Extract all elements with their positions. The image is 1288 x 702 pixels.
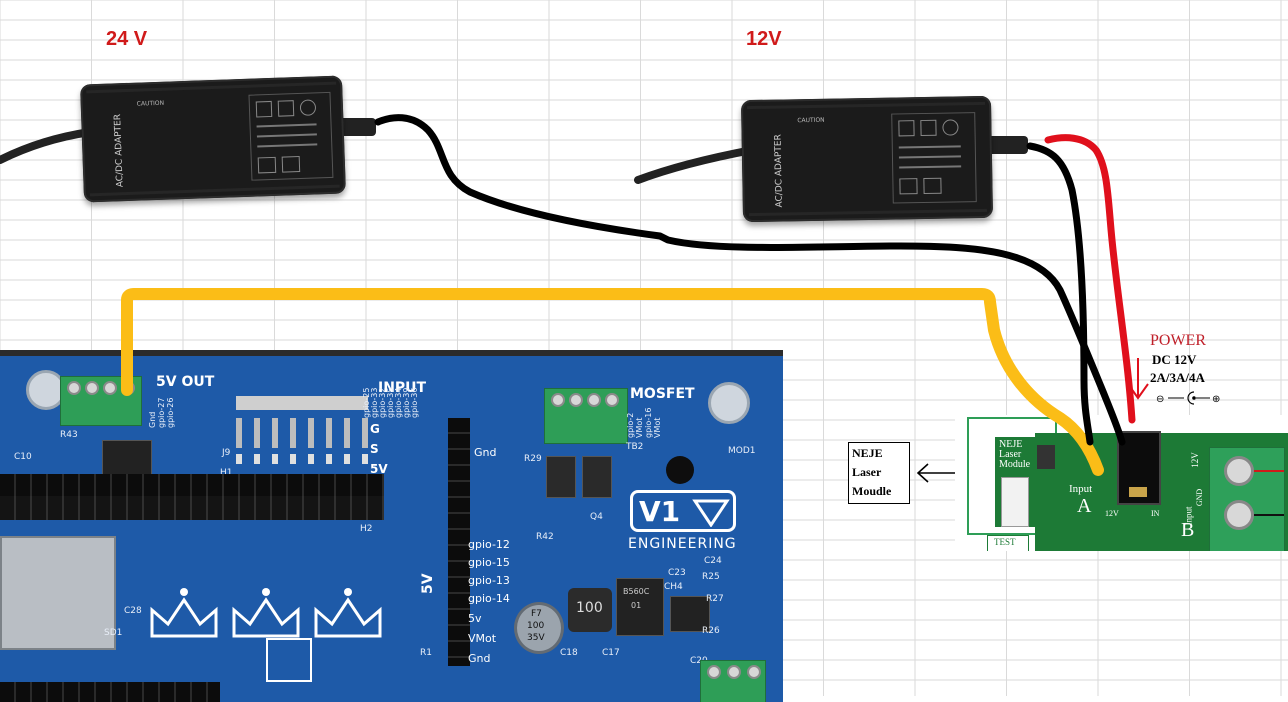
- neje-box-line-2: Laser: [852, 465, 882, 479]
- terminal-mosfet: [544, 388, 628, 444]
- crown-icons: [150, 588, 382, 638]
- svg-text:⊕: ⊕: [1212, 394, 1220, 405]
- label-12v: 12V: [746, 28, 782, 50]
- label-ch4: CH4: [664, 582, 683, 592]
- red-arrow-icon: [1127, 358, 1149, 400]
- cap-text-2: 100: [527, 621, 545, 631]
- power-amps: 2A/3A/4A: [1150, 370, 1205, 385]
- terminal-bottom: [700, 660, 766, 702]
- power-title: POWER: [1150, 332, 1206, 349]
- neje-module-strip: NEJE Laser Module: [995, 437, 1039, 527]
- header-label-5v: 5v: [468, 612, 482, 625]
- sd-card-slot: [0, 536, 116, 650]
- label-r29: R29: [524, 454, 542, 464]
- header-label-gpio13: gpio-13: [468, 574, 510, 587]
- black-wire-24v: [374, 114, 1126, 446]
- neje-laser-module-box: NEJE Laser Moudle: [848, 442, 910, 504]
- label-input: INPUT: [378, 380, 427, 396]
- label-row-s: S: [370, 442, 379, 456]
- label-mosfet: MOSFET: [630, 386, 695, 402]
- module-label-2: Laser: [999, 449, 1022, 460]
- label-r42: R42: [536, 532, 554, 542]
- mounting-hole: [708, 382, 750, 424]
- red-wire: [1044, 134, 1136, 424]
- input-pin-block: [236, 396, 368, 466]
- motor-header: [448, 418, 470, 666]
- neje-input-b: B: [1181, 519, 1195, 541]
- label-r43: R43: [60, 430, 78, 440]
- inductor: 100: [568, 588, 612, 632]
- jack-12v: 12V: [1105, 509, 1119, 518]
- neje-terminal: [1209, 447, 1285, 551]
- v1-engineering-board: 5V OUT R43 C10 INPUT G S 5V J9 H1 H2 MOS…: [0, 350, 783, 702]
- polarity-icon: ⊖ ⊕: [1156, 391, 1220, 405]
- label-mod1: MOD1: [728, 446, 756, 456]
- label-row-g: G: [370, 422, 380, 436]
- module-label-3: Module: [999, 459, 1031, 470]
- v1-logo-icon: [692, 499, 730, 527]
- header-label-gpio14: gpio-14: [468, 592, 510, 605]
- label-h2: H2: [360, 524, 373, 534]
- diode-text-2: 01: [631, 601, 642, 610]
- schottky-diode: B560C 01: [616, 578, 664, 636]
- yellow-wire: [121, 288, 1104, 476]
- label-c17: C17: [602, 648, 620, 658]
- cap-text-3: 35V: [527, 633, 545, 643]
- esp32-header-top-2: [0, 496, 384, 520]
- module-label-1: NEJE: [999, 439, 1023, 450]
- black-wire-12v: [1026, 142, 1094, 446]
- label-h1: H1: [220, 468, 233, 478]
- label-row-5v: 5V: [370, 462, 388, 476]
- label-r26: R26: [702, 626, 720, 636]
- neje-input-label: Input: [1069, 483, 1093, 495]
- header-label-gnd-top: Gnd: [474, 446, 497, 459]
- label-tb2: TB2: [626, 442, 644, 452]
- label-c18: C18: [560, 648, 578, 658]
- neje-chip: [1037, 445, 1055, 469]
- label-j9: J9: [222, 448, 231, 458]
- electrolytic-capacitor: F7 100 35V: [514, 602, 564, 654]
- diode: [546, 456, 576, 498]
- label-r27: R27: [706, 594, 724, 604]
- neje-input-a: A: [1077, 495, 1092, 517]
- power-spec: DC 12V: [1152, 352, 1197, 367]
- esp32-header-top: [0, 474, 384, 496]
- header-label-gpio12: gpio-12: [468, 538, 510, 551]
- header-label-gpio15: gpio-15: [468, 556, 510, 569]
- cap-text-1: F7: [531, 609, 542, 619]
- mounting-hole: [666, 456, 694, 484]
- silk-box: [266, 638, 312, 682]
- svg-text:⊖: ⊖: [1156, 394, 1164, 405]
- neje-box-line-1: NEJE: [852, 446, 883, 460]
- brand-main: V1: [639, 495, 681, 528]
- inductor-text: 100: [576, 600, 603, 616]
- brand-sub: ENGINEERING: [628, 536, 737, 552]
- label-q4: Q4: [590, 512, 603, 522]
- label-c24: C24: [704, 556, 722, 566]
- arrow-left-icon: [916, 463, 958, 483]
- diode: [582, 456, 612, 498]
- label-c20: C20: [690, 656, 708, 666]
- label-sd1: SD1: [104, 628, 123, 638]
- neje-test-label: TEST: [994, 537, 1016, 547]
- label-24v: 24 V: [106, 28, 148, 50]
- label-c10: C10: [14, 452, 32, 462]
- v1-logo: V1: [630, 490, 736, 532]
- label-5v-out: 5V OUT: [156, 374, 215, 390]
- label-r1: R1: [420, 648, 432, 658]
- chip: [102, 440, 152, 476]
- header-label-gnd-bottom: Gnd: [468, 652, 491, 665]
- neje-box-line-3: Moudle: [852, 484, 892, 498]
- mounting-hole: [26, 370, 66, 410]
- label-r25: R25: [702, 572, 720, 582]
- jack-in: IN: [1151, 509, 1160, 518]
- label-c28: C28: [124, 606, 142, 616]
- regulator-ic: [670, 596, 710, 632]
- diode-text-1: B560C: [623, 587, 650, 596]
- neje-test-pad: TEST: [987, 535, 1029, 551]
- header-label-vmot: VMot: [468, 632, 497, 645]
- label-c23: C23: [668, 568, 686, 578]
